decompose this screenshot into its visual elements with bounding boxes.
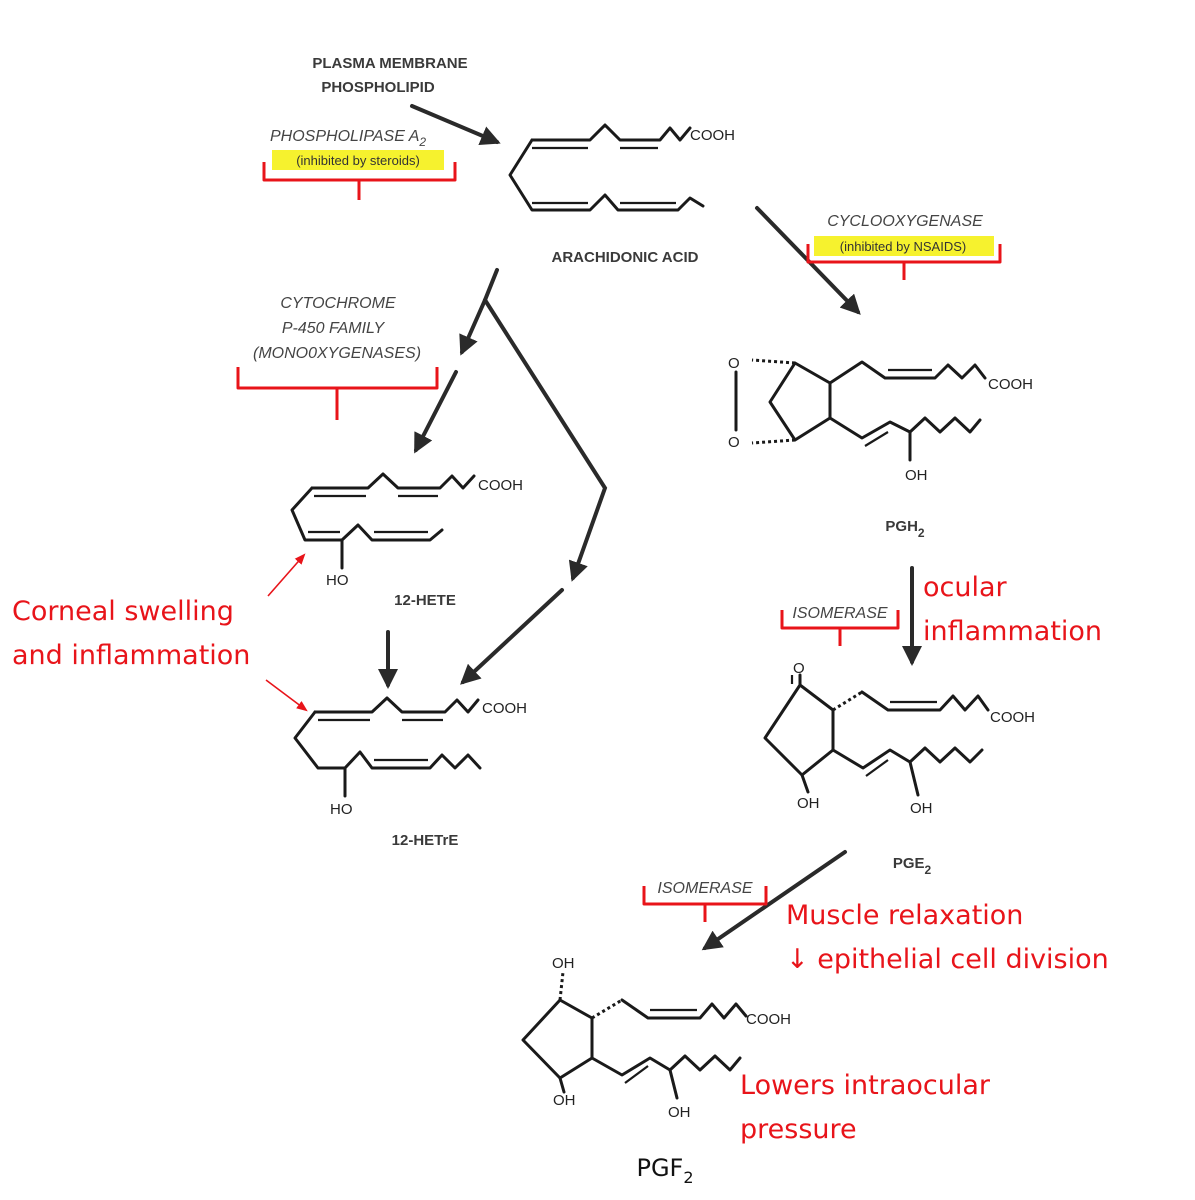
12-hetre-label: 12-HETrE: [392, 832, 459, 849]
ocular-annotation-line1: ocular: [923, 572, 1008, 603]
pge2-structure: [763, 673, 990, 797]
pla2-enzyme-label: PHOSPHOLIPASE A2: [270, 128, 426, 149]
pgf2-oh-label-top: OH: [552, 955, 575, 972]
red-arrow-to-12-hetre: [265, 679, 308, 712]
muscle-annotation-line1: Muscle relaxation: [786, 900, 1023, 931]
pla2-inhibitor-highlight: [272, 150, 444, 170]
12-hete-structure: [290, 472, 476, 570]
arrow-direct-to-12-hetre: [460, 588, 564, 685]
iop-annotation-line2: pressure: [740, 1114, 857, 1145]
muscle-annotation-line2: ↓ epithelial cell division: [786, 944, 1109, 975]
p450-label-line2: P-450 FAMILY: [282, 320, 386, 337]
pgh2-cooh-label: COOH: [988, 376, 1033, 393]
pge2-o-label: O: [793, 660, 805, 677]
p450-label-line1: CYTOCHROME: [280, 295, 396, 312]
arrow-membrane-to-aa: [410, 104, 501, 145]
pla2-inhibitor-label: (inhibited by steroids): [296, 153, 420, 168]
cox-inhibitor-label: (inhibited by NSAIDS): [840, 239, 966, 254]
corneal-annotation-line2: and inflammation: [12, 640, 250, 671]
pgf2-oh-label-ring: OH: [553, 1092, 576, 1109]
membrane-label-line2: PHOSPHOLIPID: [321, 79, 435, 96]
pgh2-o-label-top: O: [728, 355, 740, 372]
aa-cooh-label: COOH: [690, 127, 735, 144]
cox-brace: [806, 244, 1002, 280]
12-hetre-cooh-label: COOH: [482, 700, 527, 717]
pge2-cooh-label: COOH: [990, 709, 1035, 726]
p450-brace: [236, 367, 439, 420]
isomerase1-label: ISOMERASE: [792, 605, 887, 622]
isomerase2-label: ISOMERASE: [657, 880, 752, 897]
pgf2-oh-label-chain: OH: [668, 1104, 691, 1121]
12-hete-cooh-label: COOH: [478, 477, 523, 494]
isomerase2-brace: [642, 886, 768, 922]
pgh2-oh-label: OH: [905, 467, 928, 484]
arrow-aa-to-12-hete-direct: [483, 298, 608, 582]
ocular-annotation-line2: inflammation: [923, 616, 1102, 647]
arrow-aa-to-p450: [459, 298, 487, 356]
12-hete-ho-label: HO: [326, 572, 349, 589]
corneal-annotation-line1: Corneal swelling: [12, 596, 234, 627]
pgh2-structure: [734, 358, 987, 462]
red-arrow-to-12-hete: [267, 553, 306, 597]
12-hetre-ho-label: HO: [330, 801, 353, 818]
arrow-aa-stem: [483, 268, 499, 302]
isomerase1-brace: [780, 610, 900, 646]
pgf2-label: PGF2: [636, 1154, 693, 1187]
cox-inhibitor-highlight: [814, 236, 994, 256]
pgh2-o-label-bottom: O: [728, 434, 740, 451]
iop-annotation-line1: Lowers intraocular: [740, 1070, 991, 1101]
arachidonic-acid-label: ARACHIDONIC ACID: [552, 249, 699, 266]
pgf2-structure: [521, 971, 748, 1100]
pla2-brace: [262, 162, 457, 200]
pge2-label: PGE2: [893, 855, 932, 877]
12-hete-label: 12-HETE: [394, 592, 456, 609]
cox-enzyme-label: CYCLOOXYGENASE: [827, 213, 983, 230]
arrow-pge2-to-pgf2: [701, 850, 847, 951]
pgf2-cooh-label: COOH: [746, 1011, 791, 1028]
pge2-oh-label-chain: OH: [910, 800, 933, 817]
12-hetre-structure: [293, 696, 482, 798]
arrow-p450-to-12-hete: [414, 370, 458, 454]
arachidonic-acid-structure: [508, 123, 705, 212]
p450-label-line3: (MONO0XYGENASES): [253, 345, 421, 362]
pgh2-label: PGH2: [885, 518, 925, 540]
membrane-label-line1: PLASMA MEMBRANE: [312, 55, 467, 72]
pge2-oh-label-ring: OH: [797, 795, 820, 812]
